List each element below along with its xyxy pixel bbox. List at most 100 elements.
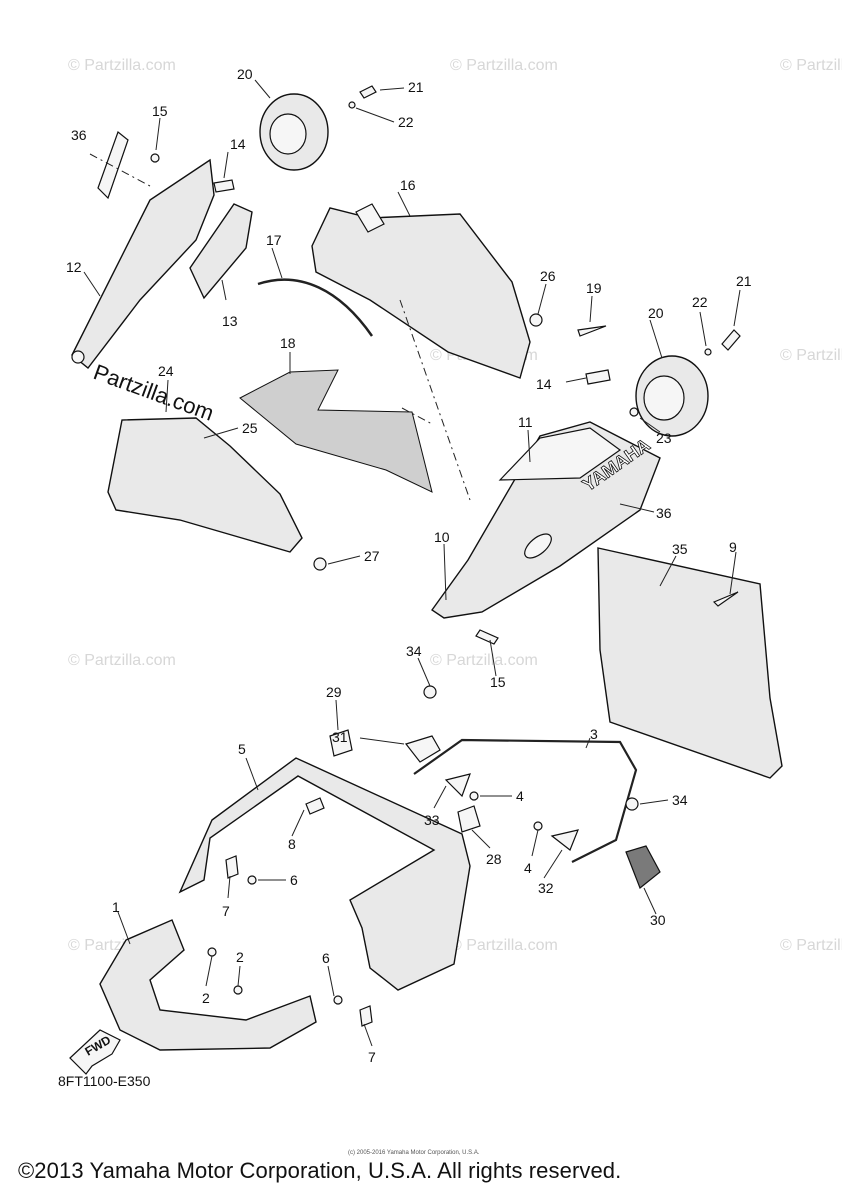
part-33-plate xyxy=(444,773,471,798)
part-31-bracket xyxy=(404,735,441,763)
part-16-cover xyxy=(311,207,531,379)
callout-labels: 20 21 22 15 36 14 16 17 26 19 20 22 21 1… xyxy=(66,66,752,1065)
part-10-side-cover xyxy=(431,421,661,619)
part-8-pad xyxy=(305,797,325,815)
part-22-washer-right xyxy=(704,348,712,356)
callout-label: 22 xyxy=(398,114,414,130)
watermark: © Partzilla.com xyxy=(780,347,842,364)
part-6-bolt-lower xyxy=(333,995,343,1005)
part-17-seal xyxy=(257,278,374,337)
callout-label: 20 xyxy=(237,66,253,82)
callout-label: 31 xyxy=(332,729,348,745)
part-6-bolt xyxy=(247,875,257,885)
callout-label: 6 xyxy=(290,872,298,888)
callout-label: 15 xyxy=(490,674,506,690)
callout-label: 7 xyxy=(222,903,230,919)
callout-label: 17 xyxy=(266,232,282,248)
small-copyright: (c) 2005-2016 Yamaha Motor Corporation, … xyxy=(348,1150,480,1156)
part-18-mesh xyxy=(239,369,433,493)
callout-label: 1 xyxy=(112,899,120,915)
part-22-washer xyxy=(348,101,356,109)
callout-label: 16 xyxy=(400,177,416,193)
callout-label: 23 xyxy=(656,430,672,446)
callout-label: 26 xyxy=(540,268,556,284)
part-4-bolt xyxy=(469,791,479,801)
callout-label: 36 xyxy=(656,505,672,521)
callout-label: 3 xyxy=(590,726,598,742)
callout-label: 21 xyxy=(736,273,752,289)
watermark: © Partzilla.com xyxy=(68,57,176,74)
callout-label: 29 xyxy=(326,684,342,700)
part-29-grommet xyxy=(329,729,353,757)
diagram-code: 8FT1100-E350 xyxy=(58,1073,151,1089)
copyright-notice: ©2013 Yamaha Motor Corporation, U.S.A. A… xyxy=(18,1158,622,1183)
part-24-duct xyxy=(107,417,303,553)
part-11-panel xyxy=(498,427,622,481)
part-4-bolt-right xyxy=(533,821,543,831)
callout-label: 34 xyxy=(406,643,422,659)
part-14-pad-right xyxy=(585,369,611,385)
callout-label: 5 xyxy=(238,741,246,757)
part-9-rivet xyxy=(712,591,739,607)
part-20-ring-right-inner xyxy=(643,375,685,421)
part-21-bolt-right xyxy=(721,329,741,351)
callout-label: 4 xyxy=(516,788,524,804)
part-35-flap xyxy=(597,547,783,779)
part-13-bracket xyxy=(189,203,253,300)
part-2-bolt-lower xyxy=(233,985,243,995)
callout-label: 21 xyxy=(408,79,424,95)
callout-label: 20 xyxy=(648,305,664,321)
watermark: © Partzilla.com xyxy=(780,57,842,74)
watermark: © Partzilla.com xyxy=(68,652,176,669)
part-7-clip-lower xyxy=(359,1005,373,1027)
callout-label: 2 xyxy=(236,949,244,965)
callout-label: 32 xyxy=(538,880,554,896)
part-32-plate xyxy=(550,829,579,851)
part-36-decal xyxy=(97,131,129,200)
callout-label: 4 xyxy=(524,860,532,876)
part-28-grommet xyxy=(457,805,481,833)
part-12-side-cover xyxy=(71,158,215,369)
callout-label: 28 xyxy=(486,851,502,867)
callout-label: 11 xyxy=(518,414,533,430)
callout-label: 34 xyxy=(672,792,688,808)
callout-label: 36 xyxy=(71,127,87,143)
part-30-bracket xyxy=(625,845,661,889)
callout-label: 12 xyxy=(66,259,82,275)
part-1-bumper xyxy=(99,919,317,1051)
part-15-screw-right xyxy=(475,629,499,645)
callout-label: 15 xyxy=(152,103,168,119)
callout-label: 25 xyxy=(242,420,258,436)
part-26-bolt xyxy=(529,313,543,327)
callout-label: 8 xyxy=(288,836,296,852)
callout-label: 2 xyxy=(202,990,210,1006)
callout-label: 24 xyxy=(158,363,174,379)
part-34-clip-right xyxy=(625,797,639,811)
callout-label: 6 xyxy=(322,950,330,966)
callout-label: 14 xyxy=(230,136,246,152)
watermark: © Partzilla.com xyxy=(780,937,842,954)
callout-label: 33 xyxy=(424,812,440,828)
callout-label: 30 xyxy=(650,912,666,928)
part-20-ring-inner xyxy=(269,113,307,155)
part-10-vent xyxy=(524,533,552,559)
part-15-screw xyxy=(150,153,160,163)
callout-label: 9 xyxy=(729,539,737,555)
watermark: © Partzilla.com xyxy=(450,937,558,954)
part-5-lower-cover xyxy=(178,757,471,991)
part-23-nut xyxy=(629,407,639,417)
callout-label: 10 xyxy=(434,529,450,545)
part-16-detail xyxy=(355,203,385,233)
part-19-rivet xyxy=(577,325,607,337)
callout-label: 13 xyxy=(222,313,238,329)
watermark: © Partzilla.com xyxy=(430,652,538,669)
callout-label: 14 xyxy=(536,376,552,392)
callout-label: 7 xyxy=(368,1049,376,1065)
fwd-arrow-icon: FWD xyxy=(69,1029,121,1075)
part-12-mount xyxy=(71,350,85,364)
part-7-clip xyxy=(225,855,239,879)
callout-label: 22 xyxy=(692,294,708,310)
part-3-bar xyxy=(413,738,638,863)
part-21-bolt xyxy=(359,85,377,99)
